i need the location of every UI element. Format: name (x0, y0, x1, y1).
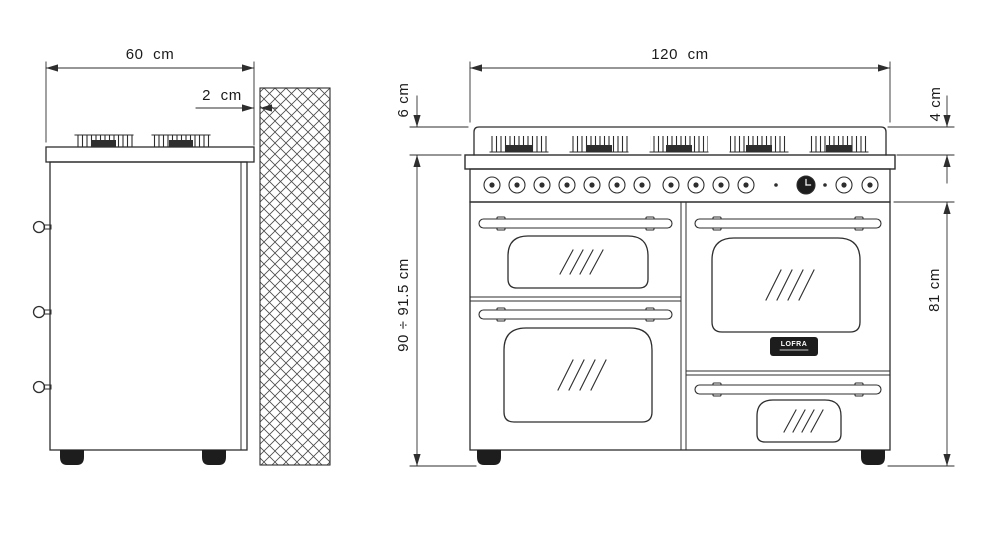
control-knob (687, 176, 705, 194)
side-cooktop (45, 146, 255, 163)
control-knob (508, 176, 526, 194)
side-burner-left (74, 134, 134, 147)
side-body (49, 161, 248, 451)
burner-silhouette (649, 136, 709, 153)
wall-section (259, 87, 331, 466)
control-knob (533, 176, 551, 194)
door-handle (478, 307, 673, 322)
burner-silhouette (489, 136, 549, 153)
dim-width-label: 120 cm (651, 46, 709, 63)
control-knob (861, 176, 879, 194)
window-glass-marks (559, 249, 604, 275)
door-handle (694, 382, 882, 397)
door-window (711, 237, 861, 333)
control-knob (608, 176, 626, 194)
control-panel (469, 168, 891, 203)
side-foot-front (60, 450, 84, 465)
side-foot-rear (202, 450, 226, 465)
dim-wall-gap-label: 2 cm (202, 87, 242, 104)
burner-silhouette (569, 136, 629, 153)
right-main-door: LOFRA (694, 216, 882, 356)
control-knob (712, 176, 730, 194)
front-foot-right (861, 450, 885, 465)
backguard (473, 126, 887, 156)
dim-oven-height-label: 81 cm (926, 268, 943, 312)
indicator-light (774, 183, 778, 187)
window-glass-marks (783, 409, 824, 433)
backguard-burners (489, 136, 869, 153)
left-bottom-door (478, 307, 673, 423)
oven-body (469, 201, 891, 451)
drawer-window (756, 399, 842, 443)
dim-top-edge-label: 4 cm (927, 87, 944, 122)
side-view: 60 cm 2 cm (32, 46, 331, 466)
left-top-door (478, 216, 673, 289)
control-knob (633, 176, 651, 194)
dim-overall-height-label: 90 ÷ 91.5 cm (395, 258, 412, 352)
front-view: LOFRA 120 (395, 46, 955, 467)
control-knob (483, 176, 501, 194)
dim-backguard-height: 6 cm (395, 83, 469, 156)
clock-knob (796, 175, 816, 195)
burner-silhouette (809, 136, 869, 153)
dim-overall-height: 90 ÷ 91.5 cm (395, 154, 477, 467)
front-foot-left (477, 450, 501, 465)
cooktop-edge (464, 154, 896, 170)
window-glass-marks (765, 269, 815, 301)
burner-silhouette (729, 136, 789, 153)
door-handle (478, 216, 673, 231)
side-door-handle-middle (32, 305, 52, 319)
dim-depth: 60 cm (45, 46, 255, 146)
control-knob (558, 176, 576, 194)
window-glass-marks (557, 359, 607, 391)
dim-width: 120 cm (469, 46, 891, 123)
side-door-handle-top (32, 220, 52, 234)
door-handle (694, 216, 882, 231)
right-bottom-drawer (694, 382, 882, 443)
control-knob (583, 176, 601, 194)
dim-top-edge: 4 cm (887, 87, 955, 184)
control-knob (662, 176, 680, 194)
control-knobs (483, 175, 879, 195)
dim-depth-label: 60 cm (126, 46, 175, 63)
dim-wall-gap: 2 cm (195, 87, 278, 112)
control-knob (835, 176, 853, 194)
dim-oven-height: 81 cm (887, 201, 955, 467)
side-burner-right (151, 134, 211, 147)
door-gap-lines (469, 201, 891, 451)
brand-badge: LOFRA (770, 337, 818, 356)
dim-backguard-label: 6 cm (395, 83, 412, 118)
indicator-light (823, 183, 827, 187)
brand-logo-text: LOFRA (781, 341, 808, 348)
door-window (507, 235, 649, 289)
door-window (503, 327, 653, 423)
control-knob (737, 176, 755, 194)
side-door-handle-bottom (32, 380, 52, 394)
